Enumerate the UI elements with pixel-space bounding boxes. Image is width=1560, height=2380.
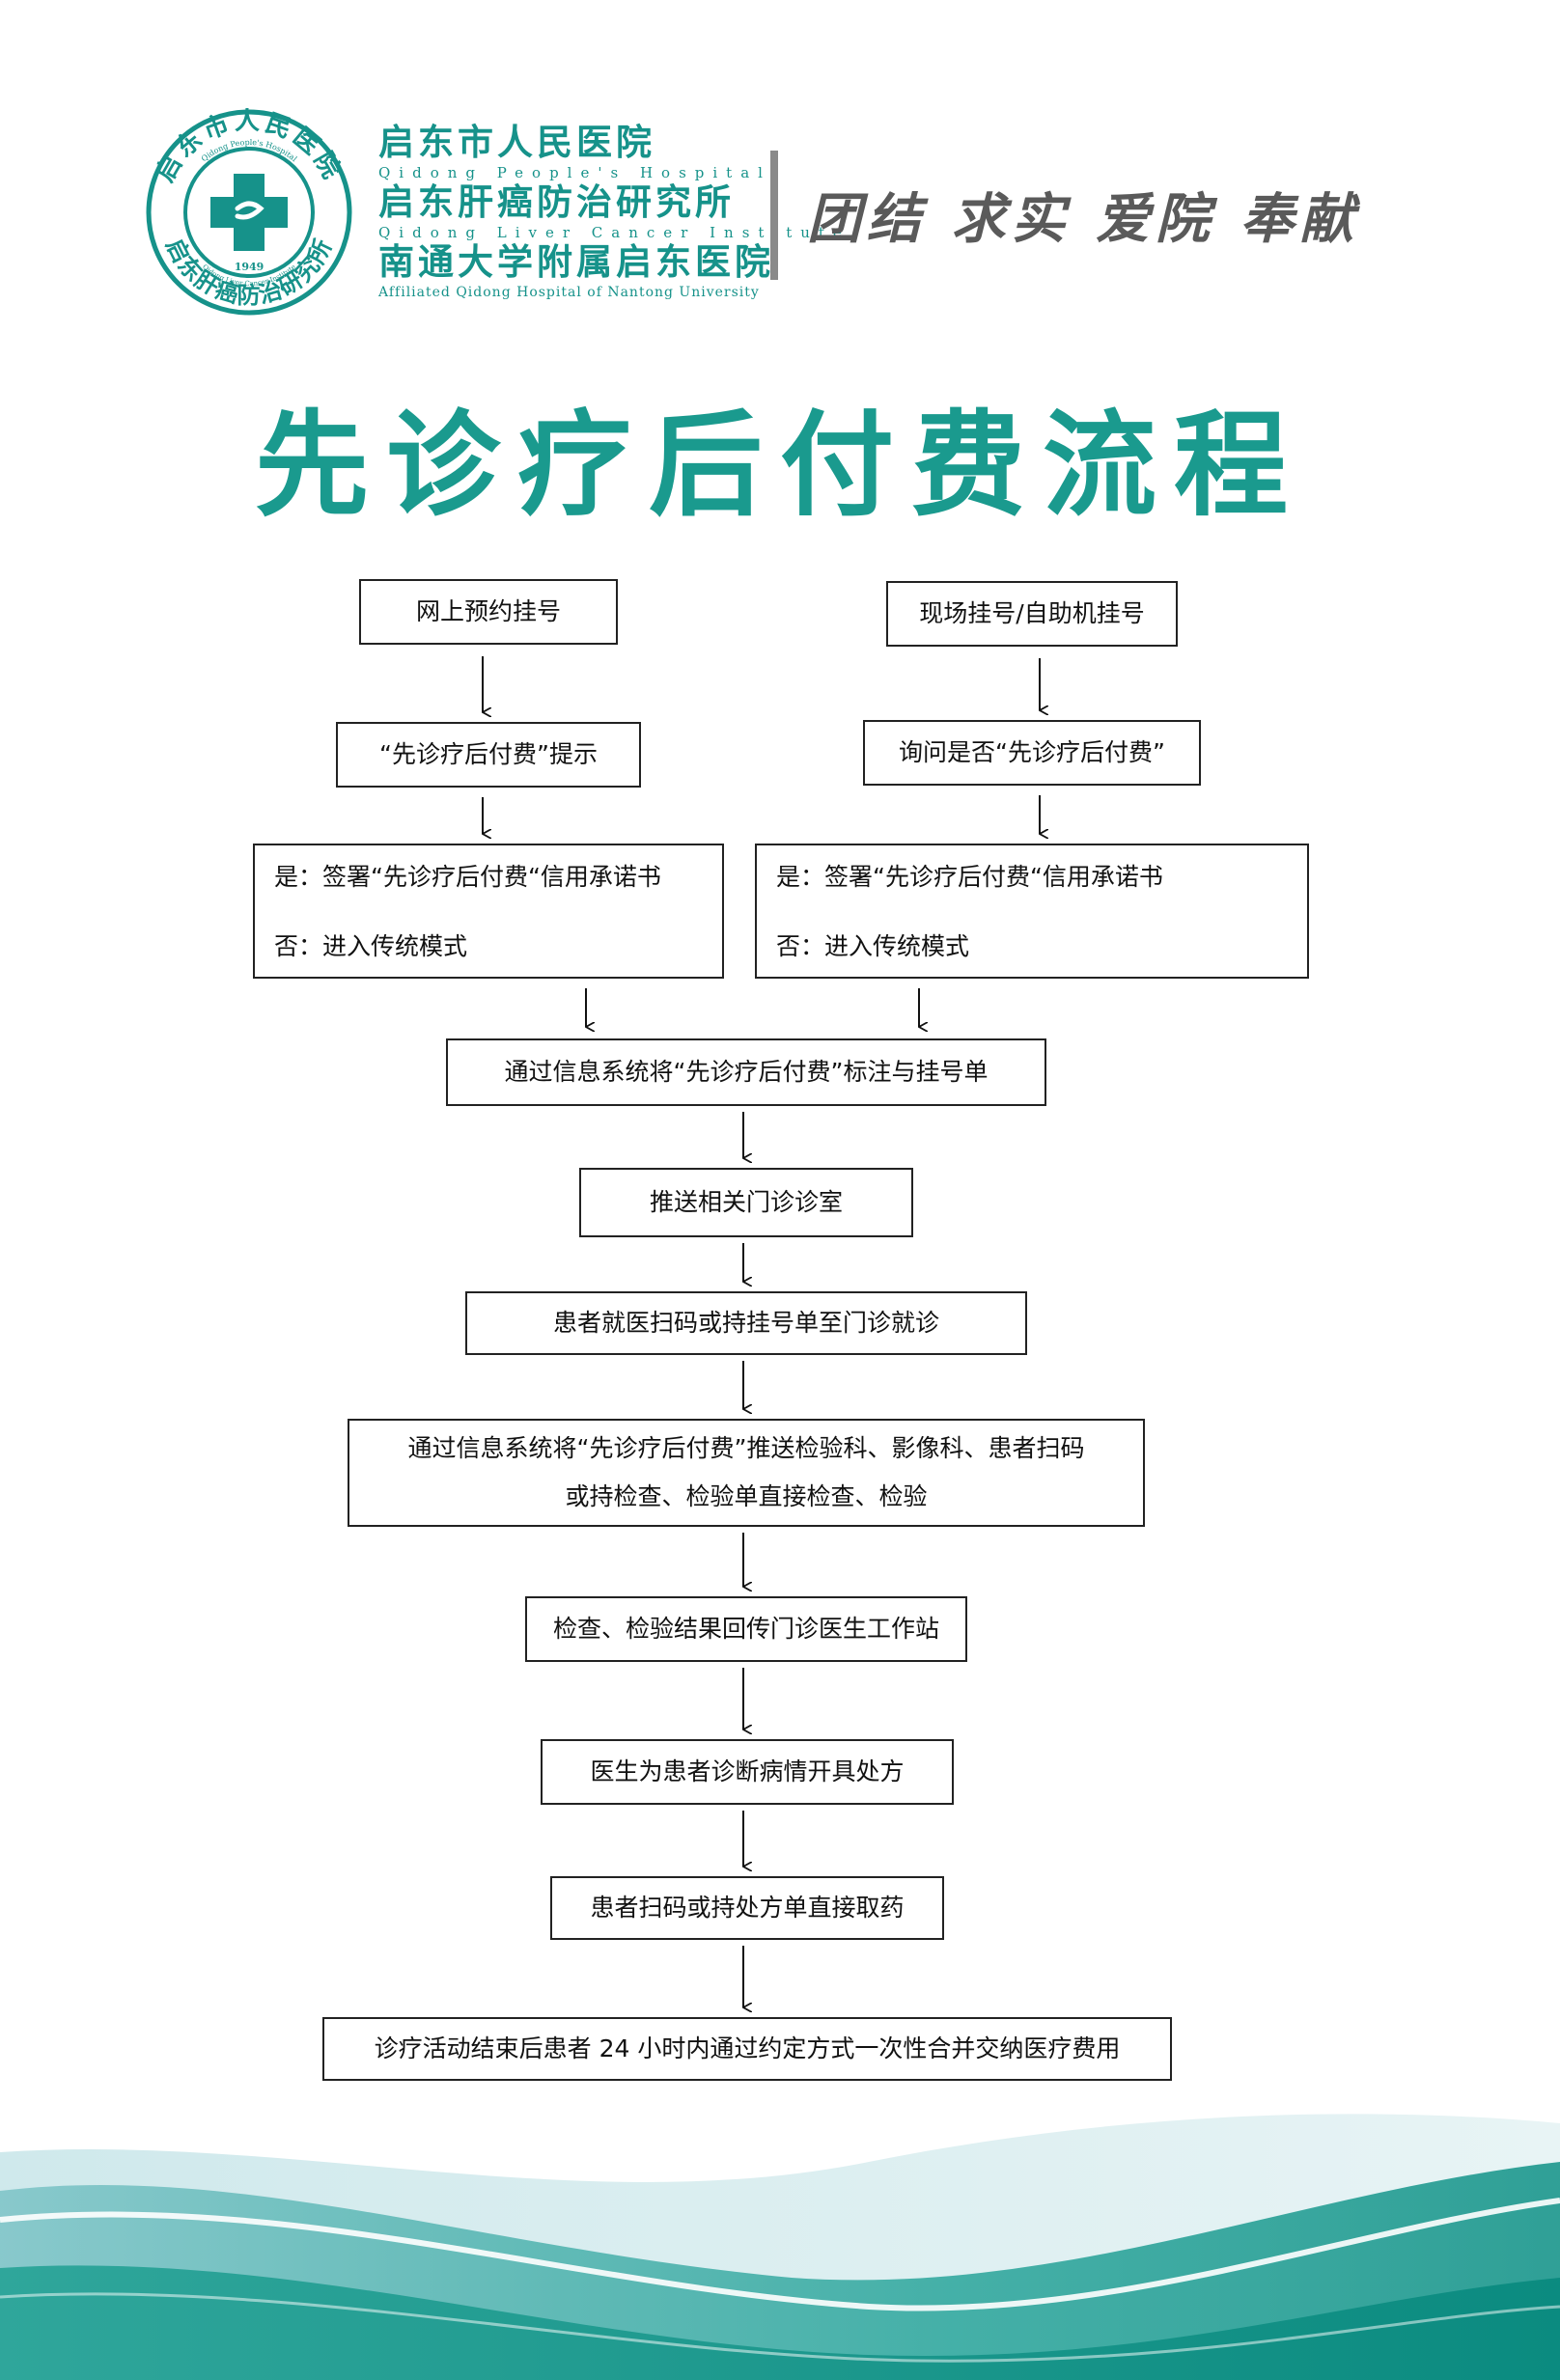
box-choice-left: 是：签署“先诊疗后付费“信用承诺书 否：进入传统模式	[253, 844, 724, 979]
box-step-payment: 诊疗活动结束后患者 24 小时内通过约定方式一次性合并交纳医疗费用	[322, 2017, 1172, 2081]
box-step-visit-text: 患者就医扫码或持挂号单至门诊就诊	[552, 1309, 939, 1337]
box-step-prescribe-text: 医生为患者诊断病情开具处方	[590, 1757, 905, 1785]
box-onsite-registration-text: 现场挂号/自助机挂号	[919, 599, 1145, 627]
hospital-name-1: 启东市人民医院	[378, 122, 655, 163]
box-online-registration: 网上预约挂号	[359, 579, 618, 645]
choice-left-yes: 是：签署“先诊疗后付费“信用承诺书	[274, 863, 661, 891]
hospital-name-2: 启东肝癌防治研究所	[378, 181, 735, 223]
hospital-logo: 启东市人民医院 启东肝癌防治研究所 Qidong People's Hospit…	[146, 108, 352, 316]
box-step-visit: 患者就医扫码或持挂号单至门诊就诊	[465, 1291, 1027, 1355]
box-step-pharmacy: 患者扫码或持处方单直接取药	[550, 1876, 944, 1940]
decorative-wave	[0, 2114, 1560, 2380]
hospital-name-3-en: Affiliated Qidong Hospital of Nantong Un…	[378, 285, 760, 300]
box-onsite-registration: 现场挂号/自助机挂号	[886, 581, 1178, 647]
box-prompt-left: “先诊疗后付费”提示	[336, 722, 641, 788]
box-step-exam: 通过信息系统将“先诊疗后付费”推送检验科、影像科、患者扫码 或持检查、检验单直接…	[348, 1419, 1145, 1527]
choice-left-no: 否：进入传统模式	[274, 932, 468, 960]
box-ask-right: 询问是否“先诊疗后付费”	[863, 720, 1201, 786]
box-online-registration-text: 网上预约挂号	[415, 597, 561, 625]
box-step-pharmacy-text: 患者扫码或持处方单直接取药	[590, 1894, 905, 1922]
box-step-push: 推送相关门诊诊室	[579, 1168, 913, 1237]
box-prompt-left-text: “先诊疗后付费”提示	[379, 740, 598, 768]
choice-right-yes: 是：签署“先诊疗后付费“信用承诺书	[776, 863, 1163, 891]
hospital-name-1-en: Qidong People's Hospital	[378, 164, 771, 181]
hospital-names: 启东市人民医院 Qidong People's Hospital 启东肝癌防治研…	[378, 122, 850, 301]
box-step-prescribe: 医生为患者诊断病情开具处方	[541, 1739, 954, 1805]
box-step-push-text: 推送相关门诊诊室	[649, 1188, 843, 1216]
box-choice-right: 是：签署“先诊疗后付费“信用承诺书 否：进入传统模式	[755, 844, 1309, 979]
header-divider	[770, 151, 778, 280]
hospital-motto: 团结 求实 爱院 奉献	[807, 187, 1360, 251]
hospital-name-2-en: Qidong Liver Cancer Institute	[378, 224, 850, 241]
logo-year: 1949	[235, 261, 265, 273]
box-step-results: 检查、检验结果回传门诊医生工作站	[525, 1596, 967, 1662]
choice-right-no: 否：进入传统模式	[776, 932, 970, 960]
cross-icon	[210, 174, 288, 251]
hospital-name-3: 南通大学附属启东医院	[378, 241, 774, 283]
box-step-mark: 通过信息系统将“先诊疗后付费”标注与挂号单	[446, 1038, 1046, 1106]
box-step-results-text: 检查、检验结果回传门诊医生工作站	[552, 1615, 939, 1643]
step-exam-line1: 通过信息系统将“先诊疗后付费”推送检验科、影像科、患者扫码	[407, 1434, 1085, 1462]
box-ask-right-text: 询问是否“先诊疗后付费”	[899, 738, 1165, 766]
page-title: 先诊疗后付费流程	[254, 399, 1305, 532]
box-step-mark-text: 通过信息系统将“先诊疗后付费”标注与挂号单	[504, 1058, 989, 1086]
step-exam-line2: 或持检查、检验单直接检查、检验	[565, 1482, 928, 1510]
box-step-payment-text: 诊疗活动结束后患者 24 小时内通过约定方式一次性合并交纳医疗费用	[374, 2034, 1121, 2062]
